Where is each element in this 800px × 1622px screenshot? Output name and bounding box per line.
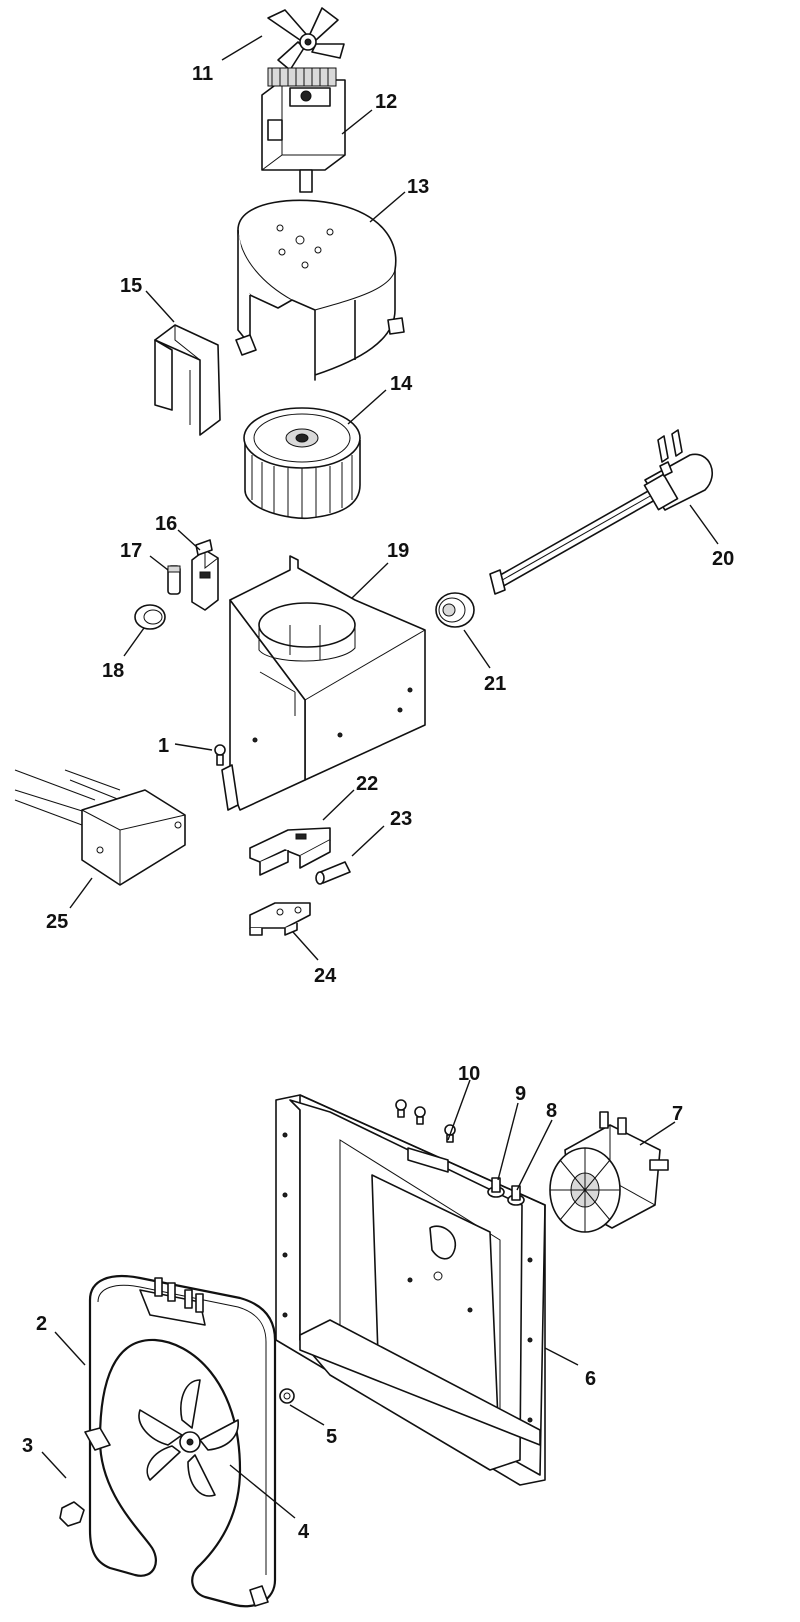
callout-4: 4	[298, 1521, 310, 1543]
part-9-thermostat	[487, 1177, 505, 1198]
callout-9: 9	[515, 1083, 526, 1105]
part-11-fan-blade	[267, 7, 345, 71]
callout-10: 10	[458, 1063, 480, 1085]
callout-14: 14	[390, 373, 413, 395]
callout-21: 21	[484, 673, 506, 695]
callout-7: 7	[672, 1103, 683, 1125]
callout-5: 5	[326, 1426, 337, 1448]
callout-22: 22	[356, 773, 378, 795]
part-15-bracket	[154, 324, 221, 436]
callout-8: 8	[546, 1100, 557, 1122]
part-21-grommet	[435, 592, 475, 628]
part-24-holder	[249, 902, 311, 936]
part-10-screws	[395, 1099, 456, 1143]
callout-24: 24	[314, 965, 337, 987]
callout-18: 18	[102, 660, 124, 682]
callout-3: 3	[22, 1435, 33, 1457]
callout-2: 2	[36, 1313, 47, 1335]
part-17-fuse	[167, 565, 181, 595]
callout-13: 13	[407, 176, 429, 198]
part-6-rear-panel	[275, 1094, 546, 1486]
callout-11: 11	[192, 63, 213, 85]
part-23-fuse	[315, 861, 351, 885]
callout-6: 6	[585, 1368, 596, 1390]
callout-17: 17	[120, 540, 142, 562]
callout-16: 16	[155, 513, 177, 535]
part-22-clip	[249, 827, 331, 876]
part-2-heating-element	[84, 1274, 277, 1608]
part-7-fan-motor	[549, 1111, 669, 1233]
part-20-power-cord	[489, 429, 714, 595]
callout-23: 23	[390, 808, 412, 830]
part-25-terminal-box	[14, 769, 186, 886]
part-1-screw	[214, 744, 226, 766]
callout-1: 1	[158, 735, 169, 757]
part-18-grommet	[134, 604, 166, 630]
callout-labels: 11 12 13 15 14 16 17 19 20 18 21 1 22 23…	[22, 63, 734, 1543]
part-3-nut	[59, 1501, 85, 1527]
callout-15: 15	[120, 275, 142, 297]
callout-12: 12	[375, 91, 397, 113]
part-12-motor	[261, 67, 346, 193]
part-5-nut	[279, 1388, 295, 1404]
leader-lines	[41, 35, 719, 1519]
part-8-thermostat	[507, 1185, 525, 1206]
part-13-blower-housing	[235, 199, 405, 381]
part-19-duct-housing	[221, 555, 426, 811]
callout-20: 20	[712, 548, 734, 570]
part-14-blower-wheel	[243, 407, 361, 520]
callout-19: 19	[387, 540, 409, 562]
part-16-switch	[191, 539, 219, 611]
part-4-fan-blade	[138, 1379, 239, 1497]
callout-25: 25	[46, 911, 68, 933]
